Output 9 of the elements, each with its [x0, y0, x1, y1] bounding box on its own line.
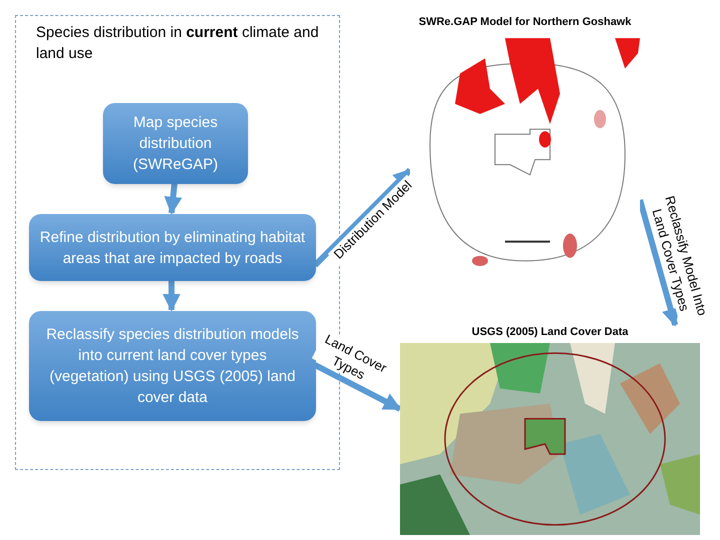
- process-box: Refine distribution by eliminating habitat areas that are impacted by roads: [29, 214, 316, 281]
- group-title: Species distribution in current climate and land use: [36, 23, 320, 64]
- arrow: [314, 362, 402, 412]
- process-box: Reclassify species distribution models into current land cover types (vegetation) using USGS (2005) land cover data: [29, 311, 316, 421]
- arrow: [164, 182, 182, 215]
- arrow: [162, 280, 180, 312]
- map-heading: SWRe.GAP Model for Northern Goshawk: [418, 15, 632, 29]
- process-box: Map species distribution (SWReGAP): [103, 103, 248, 184]
- map-heading: USGS (2005) Land Cover Data: [472, 325, 628, 339]
